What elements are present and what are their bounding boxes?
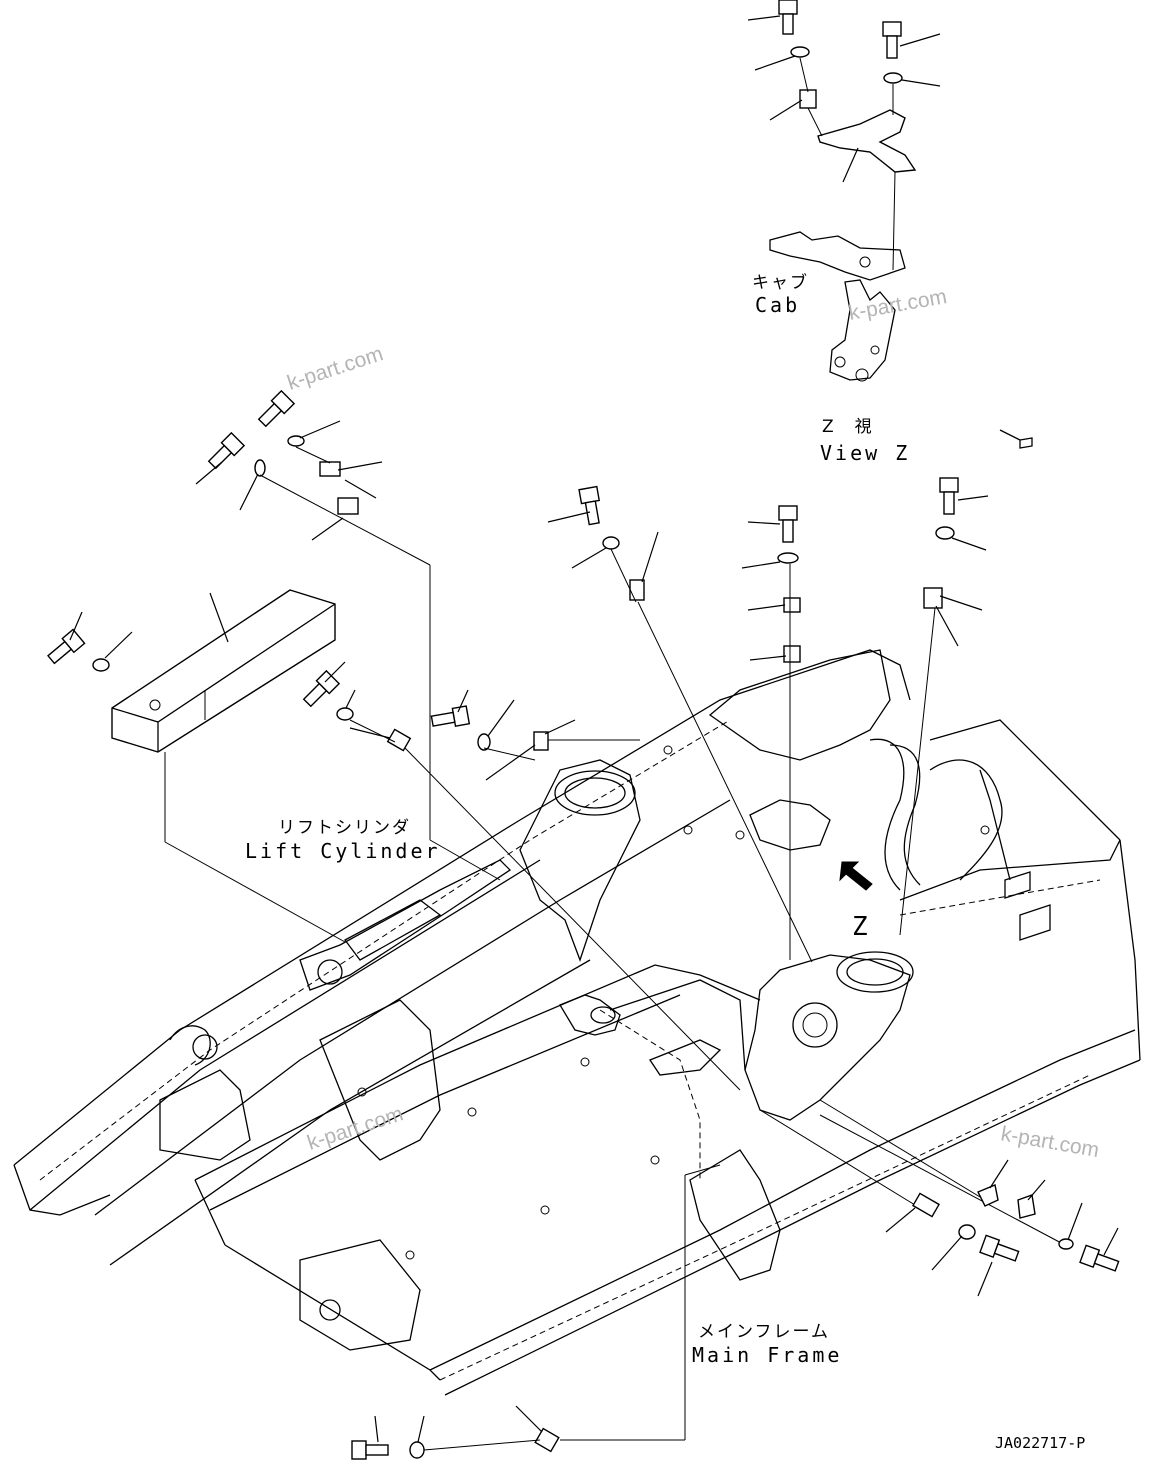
bolt-icon: [351, 1440, 389, 1460]
clip-icon: [912, 1192, 940, 1218]
washer-icon: [958, 1224, 976, 1240]
clip-icon: [977, 1184, 999, 1207]
washer-icon: [602, 536, 620, 550]
watermark: k-part.com: [284, 342, 385, 395]
lift-label-en: Lift Cylinder: [245, 839, 441, 863]
cab-label-en: Cab: [755, 293, 800, 317]
washer-icon: [287, 435, 305, 447]
washer-icon: [790, 46, 810, 58]
bolt-icon: [302, 669, 341, 708]
lift-label-jp: リフトシリンダ: [278, 818, 411, 838]
clip-icon: [783, 645, 801, 663]
washer-icon: [92, 658, 110, 672]
drawing-code: JA022717-P: [995, 1434, 1085, 1452]
bolt-icon: [882, 21, 902, 59]
washer-icon: [336, 707, 354, 721]
view-label-jp: Z 視: [822, 417, 874, 437]
lower-right-parts: [885, 1159, 1120, 1297]
left-parts: [47, 389, 741, 1091]
bolt-icon: [578, 485, 601, 526]
cylinder-cover: [111, 589, 336, 753]
washer-icon: [254, 459, 266, 477]
clamp-icon: [799, 89, 817, 109]
washer-icon: [777, 552, 799, 564]
middle-parts: [547, 477, 989, 963]
bracket-icon: [817, 109, 917, 173]
clip-icon: [319, 461, 341, 477]
clip-icon: [629, 579, 645, 601]
lift-cylinder: [299, 859, 512, 991]
view-label-en: View Z: [820, 441, 910, 465]
watermark: k-part.com: [304, 1102, 405, 1155]
clip-icon: [337, 497, 359, 515]
bolt-icon: [979, 1234, 1020, 1262]
bolt-icon: [939, 477, 959, 515]
clip-icon: [533, 731, 549, 751]
bolt-icon: [1079, 1244, 1120, 1272]
watermark: k-part.com: [847, 285, 949, 325]
frame-label-jp: メインフレーム: [698, 1322, 830, 1342]
clip-icon: [923, 587, 943, 609]
washer-icon: [409, 1441, 425, 1459]
clip-icon: [534, 1427, 560, 1453]
washer-icon: [477, 733, 491, 751]
view-z-detail: [747, 0, 941, 382]
washer-icon: [935, 526, 955, 540]
bolt-icon: [47, 628, 86, 665]
clip-icon: [386, 728, 412, 752]
washer-icon: [883, 72, 903, 84]
frame-label-en: Main Frame: [692, 1343, 842, 1367]
bolt-icon: [778, 505, 798, 543]
bottom-parts: [351, 1405, 560, 1460]
watermark: k-part.com: [999, 1122, 1101, 1162]
bolt-icon: [778, 0, 798, 35]
clip-icon: [783, 597, 801, 613]
clip-icon: [1017, 1194, 1036, 1219]
cab-label-jp: キャブ: [752, 272, 809, 293]
bolt-icon: [207, 431, 246, 470]
bolt-icon: [430, 705, 471, 727]
washer-icon: [1058, 1238, 1074, 1250]
view-direction-arrow-icon: [839, 861, 873, 891]
view-marker-z: Z: [852, 912, 871, 942]
bolt-icon: [257, 389, 296, 428]
main-frame: [13, 429, 1141, 1441]
